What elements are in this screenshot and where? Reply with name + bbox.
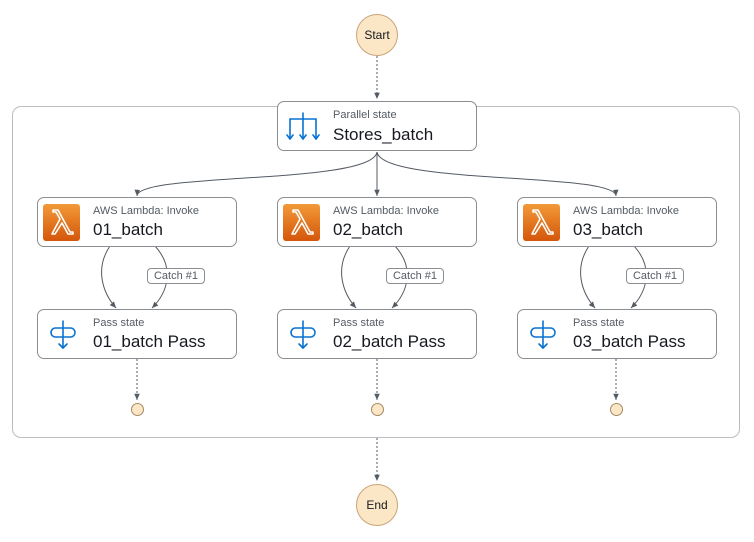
end-label: End xyxy=(366,498,388,512)
pass-state-03-batch[interactable]: Pass state 03_batch Pass xyxy=(517,309,717,359)
lambda-task-02-batch[interactable]: AWS Lambda: Invoke 02_batch xyxy=(277,197,477,247)
task-name: 02_batch xyxy=(333,220,403,239)
pass-type-label: Pass state xyxy=(93,317,145,329)
parallel-state-type: Parallel state xyxy=(333,109,397,121)
branch-end-dot-01 xyxy=(131,403,144,416)
catch-label-01[interactable]: Catch #1 xyxy=(147,268,205,284)
task-name: 01_batch xyxy=(93,220,163,239)
parallel-fork-icon xyxy=(286,112,320,140)
start-label: Start xyxy=(364,28,390,42)
task-type-label: AWS Lambda: Invoke xyxy=(573,205,679,217)
edge-parallel-to-03-batch xyxy=(376,151,619,197)
pass-state-icon xyxy=(530,320,556,349)
edge-parallel-to-01-batch xyxy=(134,151,378,197)
aws-lambda-icon xyxy=(43,204,80,241)
lambda-task-01-batch[interactable]: AWS Lambda: Invoke 01_batch xyxy=(37,197,237,247)
edge-02-batch-to-pass xyxy=(341,245,357,309)
edge-01-batch-to-pass xyxy=(101,245,117,309)
pass-state-icon xyxy=(50,320,76,349)
parallel-state-node[interactable]: Parallel state Stores_batch xyxy=(277,101,477,151)
branch-end-dot-02 xyxy=(371,403,384,416)
lambda-task-03-batch[interactable]: AWS Lambda: Invoke 03_batch xyxy=(517,197,717,247)
pass-type-label: Pass state xyxy=(573,317,625,329)
pass-type-label: Pass state xyxy=(333,317,385,329)
start-node[interactable]: Start xyxy=(356,14,398,56)
pass-state-01-batch[interactable]: Pass state 01_batch Pass xyxy=(37,309,237,359)
pass-name: 03_batch Pass xyxy=(573,332,686,351)
task-name: 03_batch xyxy=(573,220,643,239)
pass-state-02-batch[interactable]: Pass state 02_batch Pass xyxy=(277,309,477,359)
catch-label-02[interactable]: Catch #1 xyxy=(386,268,444,284)
aws-lambda-icon xyxy=(523,204,560,241)
parallel-state-name: Stores_batch xyxy=(333,125,434,144)
end-node[interactable]: End xyxy=(356,484,398,526)
task-type-label: AWS Lambda: Invoke xyxy=(333,205,439,217)
pass-state-icon xyxy=(290,320,316,349)
pass-name: 02_batch Pass xyxy=(333,332,446,351)
branch-end-dot-03 xyxy=(610,403,623,416)
catch-label-03[interactable]: Catch #1 xyxy=(626,268,684,284)
aws-lambda-icon xyxy=(283,204,320,241)
edge-03-batch-to-pass xyxy=(580,245,596,309)
task-type-label: AWS Lambda: Invoke xyxy=(93,205,199,217)
pass-name: 01_batch Pass xyxy=(93,332,206,351)
